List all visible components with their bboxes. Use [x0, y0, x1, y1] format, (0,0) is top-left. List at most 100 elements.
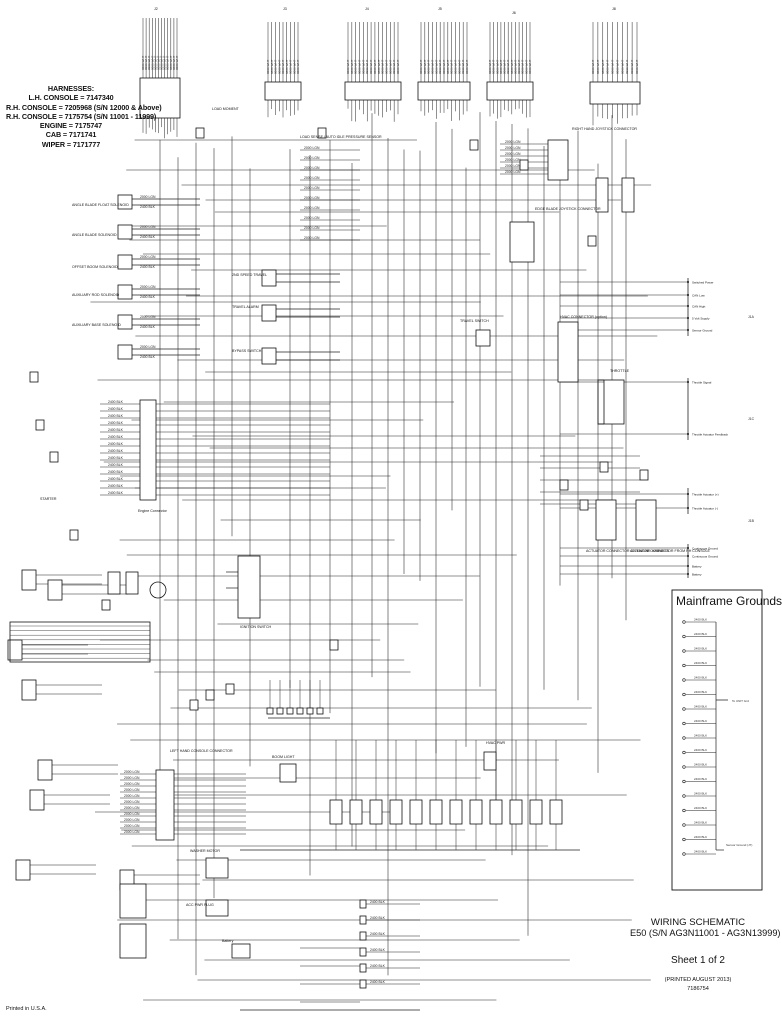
solenoid-connector: [117, 344, 133, 360]
pin-label: 0000 WHT: [427, 59, 431, 74]
hvac-connector: [557, 321, 579, 383]
ground-wire-label: 2400 BLK: [694, 618, 707, 622]
wire-label: 2000 LGN: [304, 196, 320, 200]
engine-connector: [139, 399, 157, 501]
wire-label: 2400 BLK: [108, 400, 124, 404]
pin-label: 0000 WHT: [277, 59, 281, 74]
solenoid-connector: [621, 177, 635, 213]
ground-wire-label: 2400 BLK: [694, 763, 707, 767]
pin-label: 0000 WHT: [438, 59, 442, 74]
pin-label: 0000 WHT: [521, 59, 525, 74]
wire-label: 2000 LGN: [124, 818, 140, 822]
right-side-label: Throttle Signal: [692, 381, 712, 385]
connector-label-j6: J6: [512, 11, 516, 15]
wire-label: 2000 LGN: [505, 140, 521, 144]
component-label-acc-pwr-plug: ACC PWR PLUG: [186, 903, 214, 907]
component-label-engine-connector: Engine Connector: [138, 509, 168, 513]
right-side-label: Continuous Ground: [692, 547, 718, 551]
wire-label: 2400 BLK: [108, 407, 124, 411]
ground-terminal: [682, 663, 686, 668]
small-connector: [587, 235, 597, 247]
component-label-auxiliary-base: AUXILIARY BASE SOLENOID: [72, 323, 121, 327]
switch-connector: [261, 269, 277, 287]
wire-label: 2400 BLK: [140, 235, 156, 239]
sensor-ground-label: Sensor Ground (J7): [726, 843, 752, 847]
mainframe-grounds-box: [671, 589, 763, 891]
harness-line: L.H. CONSOLE = 7147340: [28, 93, 114, 103]
wire-label: 2400 BLK: [370, 980, 386, 984]
component-label-edge-blade: EDGE BLADE JOYSTICK CONNECTOR: [535, 207, 601, 211]
connector-j4: [344, 81, 402, 101]
acc-pwr-connector: [205, 899, 229, 917]
ground-terminal: [682, 721, 686, 726]
pin-label: 0000 WHT: [296, 59, 300, 74]
component-label-starter: STARTER: [40, 497, 57, 501]
pin-label: 0000 WHT: [446, 59, 450, 74]
pin-label: 0000 WHT: [150, 55, 154, 70]
pin-label: 0000 WHT: [596, 59, 600, 74]
wire-label: 2000 LGN: [304, 166, 320, 170]
wire-label: 2400 BLK: [108, 477, 124, 481]
pin-label: 0000 WHT: [369, 59, 373, 74]
ground-terminal: [682, 634, 686, 639]
motor-symbol: [149, 581, 167, 599]
component-label-battery: Battery: [222, 939, 234, 943]
pin-label: 0000 WHT: [465, 59, 469, 74]
wire-label: 2400 BLK: [108, 449, 124, 453]
ground-wire-label: 2400 BLK: [694, 748, 707, 752]
fuse: [296, 707, 304, 715]
ground-terminal: [682, 620, 686, 624]
small-connector: [189, 699, 199, 711]
fuse-relay-block: [469, 799, 483, 825]
harness-line: R.H. CONSOLE = 7175754 (S/N 11001 - 1199…: [6, 111, 157, 121]
fuse: [286, 707, 294, 715]
pin-label: 0000 WHT: [346, 59, 350, 74]
connector-label-j3: J3: [283, 7, 287, 11]
pin-label: 0000 WHT: [172, 55, 176, 70]
component-label-travel-alarm: TRAVEL ALARM: [232, 305, 259, 309]
terminal: [687, 547, 689, 549]
pin-label: 0000 WHT: [528, 59, 532, 74]
component-label-angle-blade-float: ANGLE BLADE FLOAT SOLENOID: [72, 203, 129, 207]
wire-label: 2000 LGN: [124, 770, 140, 774]
ground-terminal: [359, 931, 367, 941]
ground-terminal: [682, 779, 686, 784]
component-label-washer-motor: WASHER MOTOR: [190, 849, 220, 853]
connector-tag: J1C: [748, 417, 755, 421]
pin-label: 0000 WHT: [396, 59, 400, 74]
fuse-relay-block: [529, 799, 543, 825]
ground-wire-label: 2400 BLK: [694, 705, 707, 709]
component-label-bypass-switch: BYPASS SWITCH: [232, 349, 262, 353]
solenoid-connector: [117, 194, 133, 210]
small-connector: [35, 419, 45, 431]
relay-block: [29, 789, 45, 811]
small-connector: [329, 639, 339, 651]
component-label-auxiliary-rod: AUXILIARY ROD SOLENOID: [72, 293, 120, 297]
ground-terminal: [682, 852, 686, 856]
wire-label: 2000 LGN: [124, 812, 140, 816]
ground-terminal: [682, 649, 686, 653]
pin-label: 0000 WHT: [281, 59, 285, 74]
pin-label: 0000 WHT: [461, 59, 465, 74]
pin-label: 0000 WHT: [169, 55, 173, 70]
throttle-connector: [603, 379, 625, 425]
pin-label: 0000 WHT: [457, 59, 461, 74]
fuse-relay-block: [489, 799, 503, 825]
component-label-rh-joystick: RIGHT HAND JOYSTICK CONNECTOR: [572, 127, 637, 131]
fuse-relay-block: [389, 799, 403, 825]
wire: [715, 622, 728, 850]
right-side-label: Throttle Actuator Feedback: [692, 433, 729, 437]
terminal: [687, 565, 689, 567]
right-side-label: Battery: [692, 573, 702, 577]
wire-label: 2000 LGN: [505, 146, 521, 150]
terminal: [687, 507, 689, 509]
ground-wire-label: 2400 BLK: [694, 821, 707, 825]
ground-terminal: [682, 808, 686, 813]
pin-label: 0000 WHT: [365, 59, 369, 74]
sheet-number: Sheet 1 of 2: [671, 955, 725, 966]
ground-wire-label: 2400 BLK: [694, 632, 707, 636]
wire-label: 2000 LGN: [505, 152, 521, 156]
component-label-hvac: HVAC CONNECTOR (option): [560, 315, 607, 319]
part-number: 7186754: [687, 986, 709, 992]
pin-label: 0000 WHT: [350, 59, 354, 74]
